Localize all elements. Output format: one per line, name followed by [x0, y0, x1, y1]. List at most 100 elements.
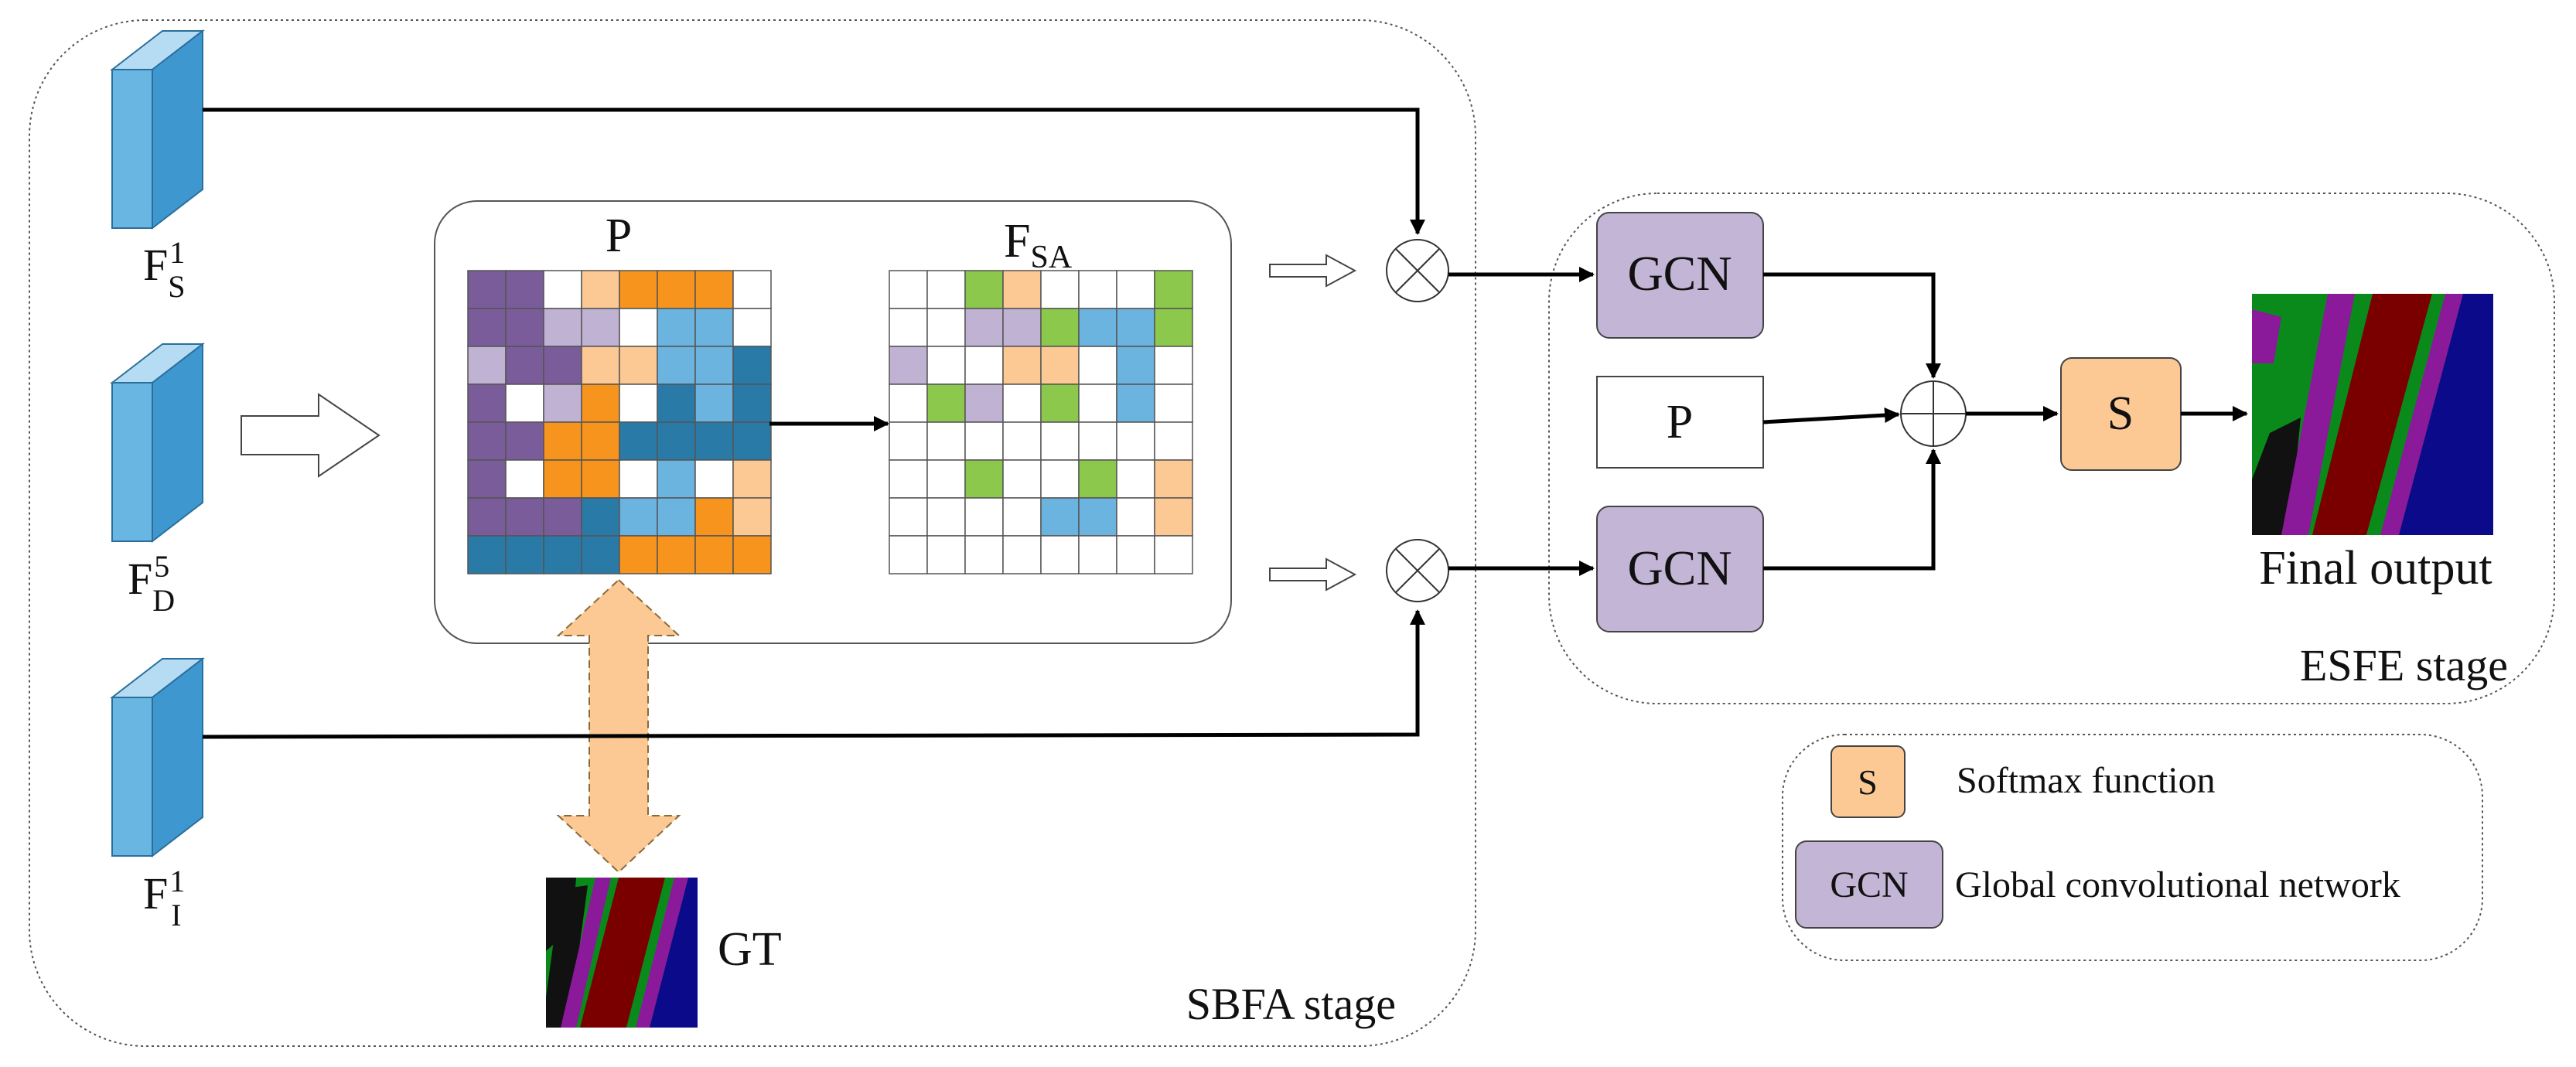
p-matrix-cell [657, 535, 696, 574]
fsa-matrix-cell [889, 535, 928, 574]
p-matrix-cell [619, 421, 658, 461]
p-matrix-cell [694, 421, 734, 461]
p-matrix-cell [619, 270, 658, 309]
p-matrix-cell [543, 270, 582, 309]
p-matrix-cell [619, 308, 658, 347]
p-matrix-cell [619, 346, 658, 385]
p-matrix-cell [581, 535, 620, 574]
feature-block-d5-side [152, 342, 203, 544]
fsa-matrix-cell [1040, 346, 1080, 385]
fsa-matrix-cell [1078, 421, 1117, 461]
line-gcn-top-to-plus [1763, 272, 1941, 379]
fsa-matrix-cell [926, 346, 966, 385]
p-matrix-cell [657, 497, 696, 537]
feature-label-s1-base: F [143, 240, 168, 290]
gt-stripe-green [626, 878, 674, 1028]
p-matrix-cell [732, 459, 772, 499]
fsa-matrix-cell [1116, 535, 1155, 574]
fsa-matrix-cell [1002, 535, 1042, 574]
fsa-matrix-cell [1040, 270, 1080, 309]
final-stripe-green [2366, 294, 2445, 535]
fsa-matrix-cell [1078, 346, 1117, 385]
fsa-matrix-cell [889, 308, 928, 347]
fsa-matrix-cell [1116, 459, 1155, 499]
p-matrix-cell [505, 308, 544, 347]
fsa-label-base: F [1004, 215, 1030, 268]
fsa-matrix-cell [964, 308, 1004, 347]
fsa-matrix-cell [964, 270, 1004, 309]
p-matrix-cell [581, 421, 620, 461]
fsa-matrix-cell [889, 384, 928, 423]
feature-block-d5 [110, 342, 205, 544]
p-matrix-cell [467, 497, 507, 537]
p-matrix-cell [543, 384, 582, 423]
final-stripe-purple-1 [2281, 294, 2355, 535]
final-stripe-purple-2 [2380, 294, 2463, 535]
fsa-matrix-cell [1040, 421, 1080, 461]
fsa-matrix-cell [889, 459, 928, 499]
feature-label-d5-sub: D [152, 583, 175, 618]
p-matrix-cell [505, 497, 544, 537]
feature-block-i1 [110, 656, 205, 858]
p-matrix-cell [467, 535, 507, 574]
hollow-arrow-d5-to-p [241, 393, 380, 478]
fsa-label-sub: SA [1030, 240, 1072, 275]
feature-label-i1-sub: I [171, 898, 181, 932]
fsa-matrix-cell [1002, 421, 1042, 461]
final-stripe-navy [2399, 294, 2493, 535]
sbfa-stage-label: SBFA stage [1186, 979, 1396, 1029]
p-matrix-cell [694, 497, 734, 537]
hollow-arrow-lower [1269, 557, 1357, 591]
p-box [1596, 376, 1764, 469]
p-matrix-cell [619, 459, 658, 499]
legend-gcn-key-label: GCN [1830, 864, 1908, 905]
p-matrix-cell [732, 346, 772, 385]
plus-circle [1900, 380, 1967, 447]
p-matrix-label: P [606, 210, 632, 262]
fsa-matrix-cell [1040, 384, 1080, 423]
p-matrix-cell [732, 497, 772, 537]
fsa-matrix-cell [889, 497, 928, 537]
fsa-matrix-cell [1040, 459, 1080, 499]
p-matrix-grid [467, 270, 772, 574]
fsa-matrix-cell [1116, 308, 1155, 347]
fsa-matrix-cell [1078, 270, 1117, 309]
fsa-matrix-cell [926, 497, 966, 537]
p-matrix-cell [505, 535, 544, 574]
p-matrix-cell [467, 459, 507, 499]
p-matrix-cell [505, 384, 544, 423]
p-matrix-cell [732, 535, 772, 574]
fsa-matrix-grid [889, 270, 1193, 574]
fsa-matrix-cell [926, 384, 966, 423]
p-matrix-cell [694, 535, 734, 574]
p-matrix-cell [619, 535, 658, 574]
fsa-matrix-cell [926, 270, 966, 309]
line-fi1-to-lower-mult [202, 609, 1425, 739]
feature-block-d5-front [111, 382, 153, 542]
gt-label: GT [718, 923, 782, 976]
p-matrix-cell [694, 270, 734, 309]
p-matrix-cell [657, 346, 696, 385]
line-fs1-to-upper-mult [203, 107, 1425, 235]
legend-softmax-text: Softmax function [1957, 760, 2216, 801]
p-matrix-cell [581, 459, 620, 499]
fsa-matrix-cell [889, 346, 928, 385]
p-matrix-cell [732, 421, 772, 461]
fsa-matrix-cell [1002, 346, 1042, 385]
final-stripe-maroon [2312, 294, 2432, 535]
p-matrix-cell [694, 308, 734, 347]
fsa-matrix-cell [926, 308, 966, 347]
fsa-matrix-cell [889, 270, 928, 309]
fsa-matrix-cell [1040, 535, 1080, 574]
gcn-box-top-label: GCN [1627, 246, 1732, 301]
p-matrix-cell [694, 384, 734, 423]
feature-label-s1-sup: 1 [169, 235, 185, 270]
p-matrix-cell [694, 459, 734, 499]
p-matrix-cell [467, 270, 507, 309]
p-matrix-cell [505, 346, 544, 385]
fsa-matrix-cell [1002, 308, 1042, 347]
p-matrix-cell [581, 497, 620, 537]
